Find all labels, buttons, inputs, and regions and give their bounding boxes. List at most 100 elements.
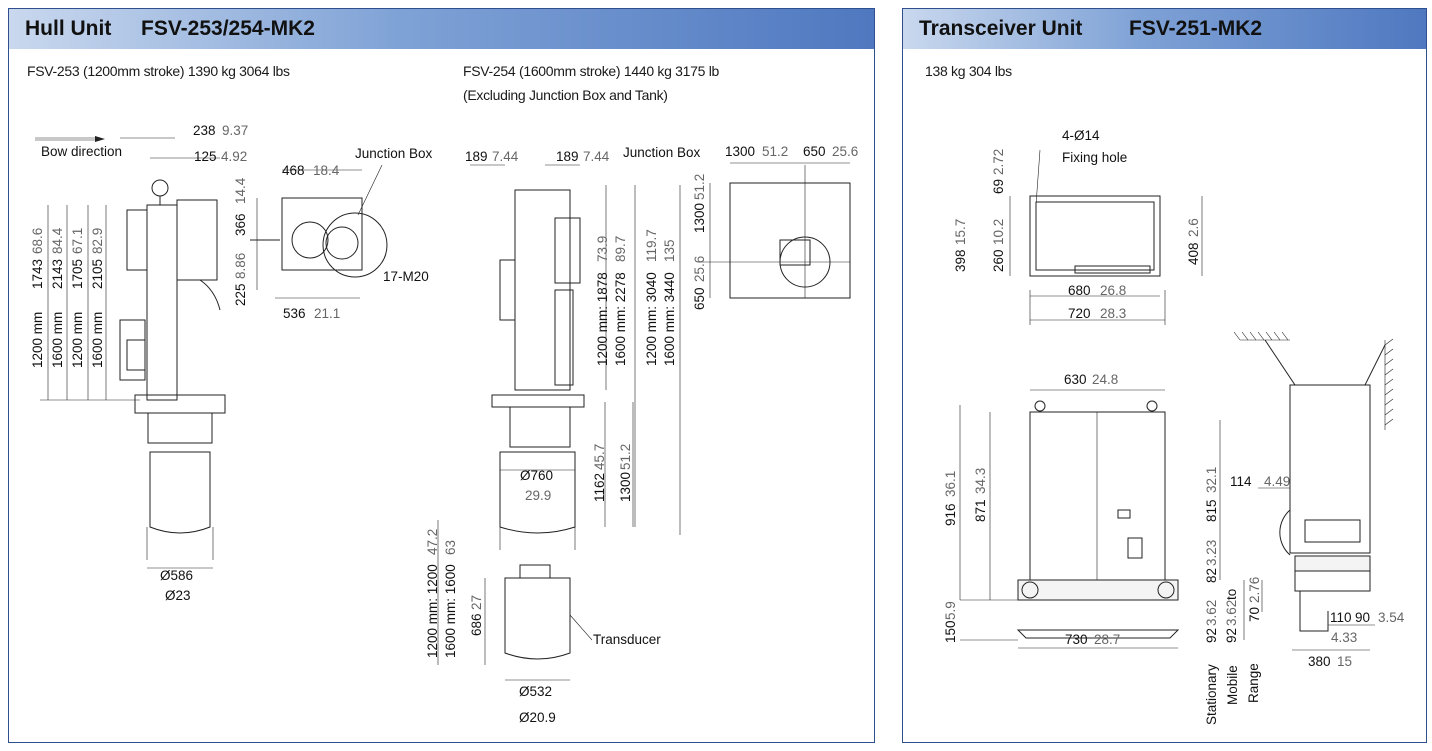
transceiver-unit-header: Transceiver Unit FSV-251-MK2 bbox=[903, 9, 1426, 49]
dim-532: Ø532 bbox=[519, 684, 552, 699]
dim-90: 90 bbox=[1355, 610, 1370, 625]
transducer-label: Transducer bbox=[593, 632, 661, 647]
dim-650-b-inch: 25.6 bbox=[692, 256, 707, 282]
dim-916-inch: 36.1 bbox=[943, 471, 958, 497]
dim-92-b-inch: 3.62 bbox=[1224, 600, 1239, 626]
to-label: to bbox=[1224, 589, 1239, 600]
dim-1300-a: 1300 bbox=[725, 144, 755, 159]
dim-3440: 1600 mm: 3440 bbox=[662, 272, 677, 366]
dim-2143: 2143 bbox=[50, 259, 65, 289]
dim-366-inch: 14.4 bbox=[233, 177, 248, 204]
dim-380-inch: 15 bbox=[1337, 654, 1352, 669]
dim-630-inch: 24.8 bbox=[1092, 372, 1118, 387]
fsv254-dimension-lines bbox=[437, 164, 681, 665]
dim-730-inch: 28.7 bbox=[1094, 632, 1120, 647]
dim-110-inch: 4.33 bbox=[1331, 630, 1357, 645]
dim-92-b: 92 bbox=[1224, 628, 1239, 643]
transceiver-side-view-drawing bbox=[1233, 331, 1394, 651]
dim-1162: 1162 bbox=[592, 473, 607, 502]
dim-586-inch: Ø23 bbox=[165, 588, 191, 603]
dim-686: 686 bbox=[469, 613, 484, 636]
dim-1300-c: 1300 bbox=[618, 472, 633, 502]
dim-260-inch: 10.2 bbox=[991, 219, 1006, 245]
dim-2278: 1600 mm: 2278 bbox=[613, 272, 628, 366]
stationary-label: Stationary bbox=[1204, 664, 1219, 725]
dim-1743: 1743 bbox=[30, 259, 45, 289]
fsv254-exclusion-note: (Excluding Junction Box and Tank) bbox=[463, 87, 668, 103]
range-label: Range bbox=[1246, 663, 1261, 703]
hull-unit-model: FSV-253/254-MK2 bbox=[141, 17, 315, 40]
dim-110: 110 bbox=[1330, 610, 1352, 625]
dim-408: 408 bbox=[1186, 242, 1201, 265]
dim-1300-a-inch: 51.2 bbox=[762, 144, 788, 159]
dim-366: 366 bbox=[233, 213, 248, 236]
dim-189-a: 189 bbox=[465, 149, 488, 164]
dim-720: 720 bbox=[1068, 306, 1091, 321]
hull-side-view-drawing bbox=[35, 136, 226, 560]
dim-1878-inch: 73.9 bbox=[595, 236, 610, 262]
dim-92-a: 92 bbox=[1204, 628, 1219, 643]
bow-direction-label: Bow direction bbox=[41, 144, 122, 159]
dim-815-inch: 32.1 bbox=[1204, 467, 1219, 493]
transceiver-front-view-drawing bbox=[959, 389, 1245, 649]
mobile-label: Mobile bbox=[1225, 665, 1240, 705]
dim-398: 398 bbox=[953, 249, 968, 272]
dim-1600-stroke-inch: 63 bbox=[443, 540, 458, 555]
dim-1200mm-b: 1200 mm bbox=[70, 312, 85, 368]
dim-532-inch: Ø20.9 bbox=[519, 710, 556, 725]
dim-125: 125 bbox=[194, 149, 217, 164]
dim-1300-b-inch: 51.2 bbox=[692, 174, 707, 200]
dim-1300-b: 1300 bbox=[692, 203, 707, 233]
dim-82: 82 bbox=[1204, 568, 1219, 583]
dim-408-inch: 2.6 bbox=[1186, 218, 1201, 237]
dim-125-inch: 4.92 bbox=[221, 149, 247, 164]
dim-916: 916 bbox=[943, 503, 958, 526]
hull-top-view-drawing bbox=[250, 164, 388, 299]
transceiver-weight-note: 138 kg 304 lbs bbox=[925, 63, 1012, 79]
dim-630: 630 bbox=[1064, 372, 1087, 387]
dim-82-inch: 3.23 bbox=[1204, 540, 1219, 566]
dim-1705-inch: 67.1 bbox=[70, 228, 85, 254]
dim-150-inch: 5.9 bbox=[943, 601, 958, 620]
dim-2105-inch: 82.9 bbox=[90, 228, 105, 254]
dim-1200-stroke-inch: 47.2 bbox=[425, 529, 440, 555]
dim-680-inch: 26.8 bbox=[1100, 283, 1126, 298]
dim-680: 680 bbox=[1068, 283, 1091, 298]
junction-box-label-b: Junction Box bbox=[623, 145, 701, 160]
dim-70: 70 bbox=[1247, 607, 1262, 622]
dim-1300-c-inch: 51.2 bbox=[618, 444, 633, 470]
dim-3040: 1200 mm: 3040 bbox=[644, 272, 659, 366]
dim-189-b-inch: 7.44 bbox=[583, 149, 610, 164]
dim-1162-inch: 45.7 bbox=[592, 444, 607, 470]
dim-686-inch: 27 bbox=[469, 595, 484, 610]
dim-1600-stroke: 1600 mm: 1600 bbox=[443, 564, 458, 658]
dim-1600mm-a: 1600 mm bbox=[50, 312, 65, 368]
dim-3440-inch: 135 bbox=[662, 239, 677, 262]
dim-650-a-inch: 25.6 bbox=[832, 144, 858, 159]
dim-536: 536 bbox=[283, 306, 306, 321]
dim-1743-inch: 68.6 bbox=[30, 228, 45, 254]
dim-69: 69 bbox=[991, 179, 1006, 194]
dim-189-b: 189 bbox=[556, 149, 579, 164]
dim-1200-stroke: 1200 mm: 1200 bbox=[425, 564, 440, 658]
transceiver-unit-title: Transceiver Unit bbox=[919, 17, 1083, 40]
dim-720-inch: 28.3 bbox=[1100, 306, 1126, 321]
dim-2278-inch: 89.7 bbox=[613, 236, 628, 262]
dim-380: 380 bbox=[1308, 654, 1331, 669]
dim-586: Ø586 bbox=[160, 568, 193, 583]
transceiver-top-view-drawing bbox=[1009, 149, 1203, 325]
junction-box-label-a: Junction Box bbox=[355, 146, 433, 161]
dim-225: 225 bbox=[233, 283, 248, 306]
dim-260: 260 bbox=[991, 249, 1006, 272]
dim-1705: 1705 bbox=[70, 259, 85, 289]
dim-2143-inch: 84.4 bbox=[50, 227, 65, 254]
dim-2105: 2105 bbox=[90, 259, 105, 289]
hull-unit-panel: Hull Unit FSV-253/254-MK2 FSV-253 (1200m… bbox=[8, 8, 875, 743]
dim-225-inch: 8.86 bbox=[233, 253, 248, 279]
dim-468: 468 bbox=[282, 163, 305, 178]
dim-398-inch: 15.7 bbox=[953, 219, 968, 245]
dim-536-inch: 21.1 bbox=[314, 306, 340, 321]
transceiver-unit-model: FSV-251-MK2 bbox=[1129, 17, 1263, 40]
fixing-hole-count: 4-Ø14 bbox=[1062, 128, 1100, 143]
